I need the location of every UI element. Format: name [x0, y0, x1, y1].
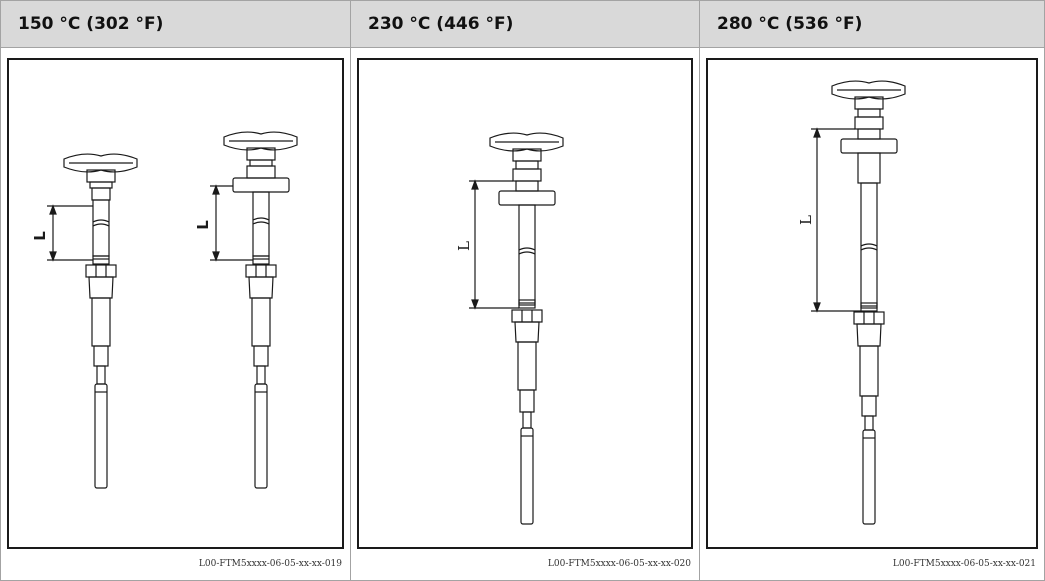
- column-header-150c: 150 °C (302 °F): [1, 1, 350, 48]
- drawing-code-280c: L00-FTM5xxxx-06-05-xx-xx-021: [892, 559, 1036, 569]
- column-280c: 280 °C (536 °F): [699, 1, 1044, 580]
- drawing-code-230c: L00-FTM5xxxx-06-05-xx-xx-020: [547, 559, 691, 569]
- dimension-label-150c-a: L: [31, 231, 49, 241]
- drawing-frame-230c: L: [357, 58, 693, 549]
- column-150c: 150 °C (302 °F): [1, 1, 350, 580]
- probe-drawing-150c: L L: [31, 131, 298, 489]
- column-header-280c: 280 °C (536 °F): [700, 1, 1044, 48]
- probe-b-150c: [210, 131, 298, 489]
- dimension-label-280c: L: [797, 215, 815, 225]
- column-header-230c: 230 °C (446 °F): [351, 1, 699, 48]
- drawing-frame-280c: L: [706, 58, 1038, 549]
- drawing-frame-150c: L L: [7, 58, 344, 549]
- drawing-code-150c: L00-FTM5xxxx-06-05-xx-xx-019: [198, 559, 342, 569]
- probe-a-150c: [47, 153, 138, 489]
- probe-drawing-280c: L: [797, 80, 906, 525]
- dimension-label-230c: L: [455, 241, 473, 251]
- probe-drawing-230c: L: [455, 132, 564, 525]
- dimension-label-150c-b: L: [194, 220, 212, 230]
- column-230c: 230 °C (446 °F): [350, 1, 699, 580]
